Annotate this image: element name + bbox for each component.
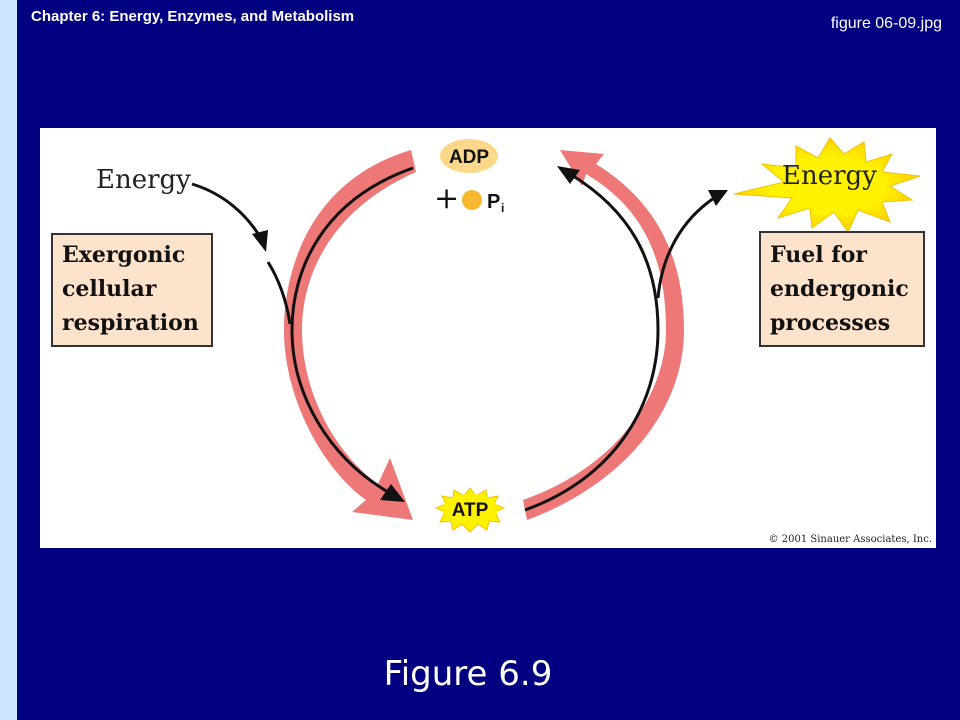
exergonic-line-1: Exergonic xyxy=(62,242,185,268)
copyright-notice: © 2001 Sinauer Associates, Inc. xyxy=(769,534,932,545)
phosphate-dot-icon xyxy=(462,190,482,210)
figure-caption: Figure 6.9 xyxy=(0,654,960,694)
file-name: figure 06-09.jpg xyxy=(830,15,942,32)
right-inner-arrowhead xyxy=(557,166,580,184)
figure-caption-text: Figure 6.9 xyxy=(383,654,553,694)
adp-label: ADP xyxy=(449,147,489,168)
exergonic-line-2: cellular xyxy=(62,276,157,302)
right-inner-arc xyxy=(524,172,660,512)
chapter-title: Chapter 6: Energy, Enzymes, and Metaboli… xyxy=(31,8,355,25)
endergonic-line-3: processes xyxy=(770,310,890,336)
left-inner-arrowhead xyxy=(380,484,405,502)
atp-badge xyxy=(442,494,498,524)
atp-cycle-diagram: Energy Exergonic cellular respiration En… xyxy=(51,137,932,545)
energy-in-arrowhead xyxy=(252,230,268,252)
phosphate-subscript: i xyxy=(501,201,504,215)
energy-out-arrow xyxy=(656,196,715,299)
left-inner-arc xyxy=(290,166,414,494)
phosphate-label: P xyxy=(487,191,500,213)
energy-in-label: Energy xyxy=(96,165,191,195)
endergonic-line-1: Fuel for xyxy=(770,242,867,268)
energy-out-arrowhead xyxy=(708,190,728,206)
atp-label: ATP xyxy=(452,500,489,521)
energy-out-label: Energy xyxy=(782,161,877,191)
endergonic-line-2: endergonic xyxy=(770,276,909,302)
figure-panel: Energy Exergonic cellular respiration En… xyxy=(40,128,936,548)
endergonic-box xyxy=(759,231,925,347)
energy-in-connector xyxy=(266,261,292,325)
plus-sign: + xyxy=(434,181,459,216)
exergonic-box xyxy=(51,233,213,347)
adp-badge xyxy=(440,139,498,173)
exergonic-line-3: respiration xyxy=(62,310,199,336)
energy-in-arrow xyxy=(191,182,264,241)
right-cycle-arrow xyxy=(523,150,684,520)
left-side-strip xyxy=(0,0,17,720)
